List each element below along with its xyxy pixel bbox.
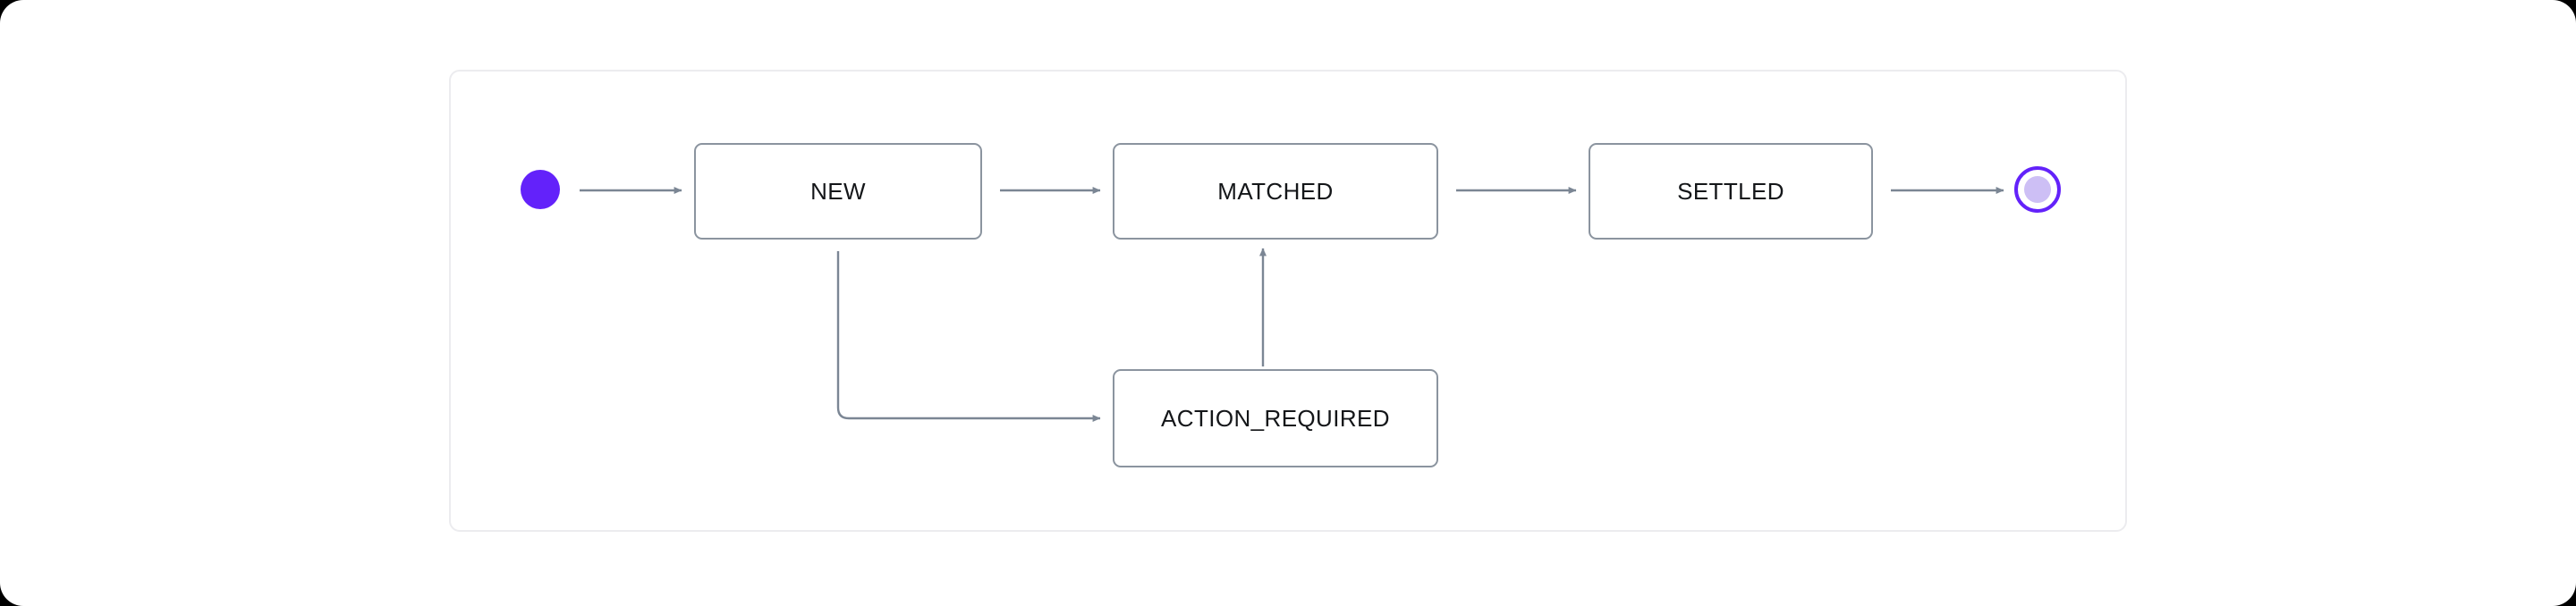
state-label-action-required: ACTION_REQUIRED	[1161, 404, 1390, 432]
state-node-action-required[interactable]: ACTION_REQUIRED	[1113, 369, 1438, 467]
state-label-new: NEW	[810, 177, 866, 205]
start-node[interactable]	[521, 170, 560, 209]
end-node[interactable]	[2014, 166, 2061, 213]
state-label-matched: MATCHED	[1217, 177, 1334, 205]
state-label-settled: SETTLED	[1677, 177, 1784, 205]
state-node-new[interactable]: NEW	[694, 143, 982, 240]
state-node-matched[interactable]: MATCHED	[1113, 143, 1438, 240]
end-node-core	[2024, 176, 2051, 203]
state-node-settled[interactable]: SETTLED	[1589, 143, 1873, 240]
